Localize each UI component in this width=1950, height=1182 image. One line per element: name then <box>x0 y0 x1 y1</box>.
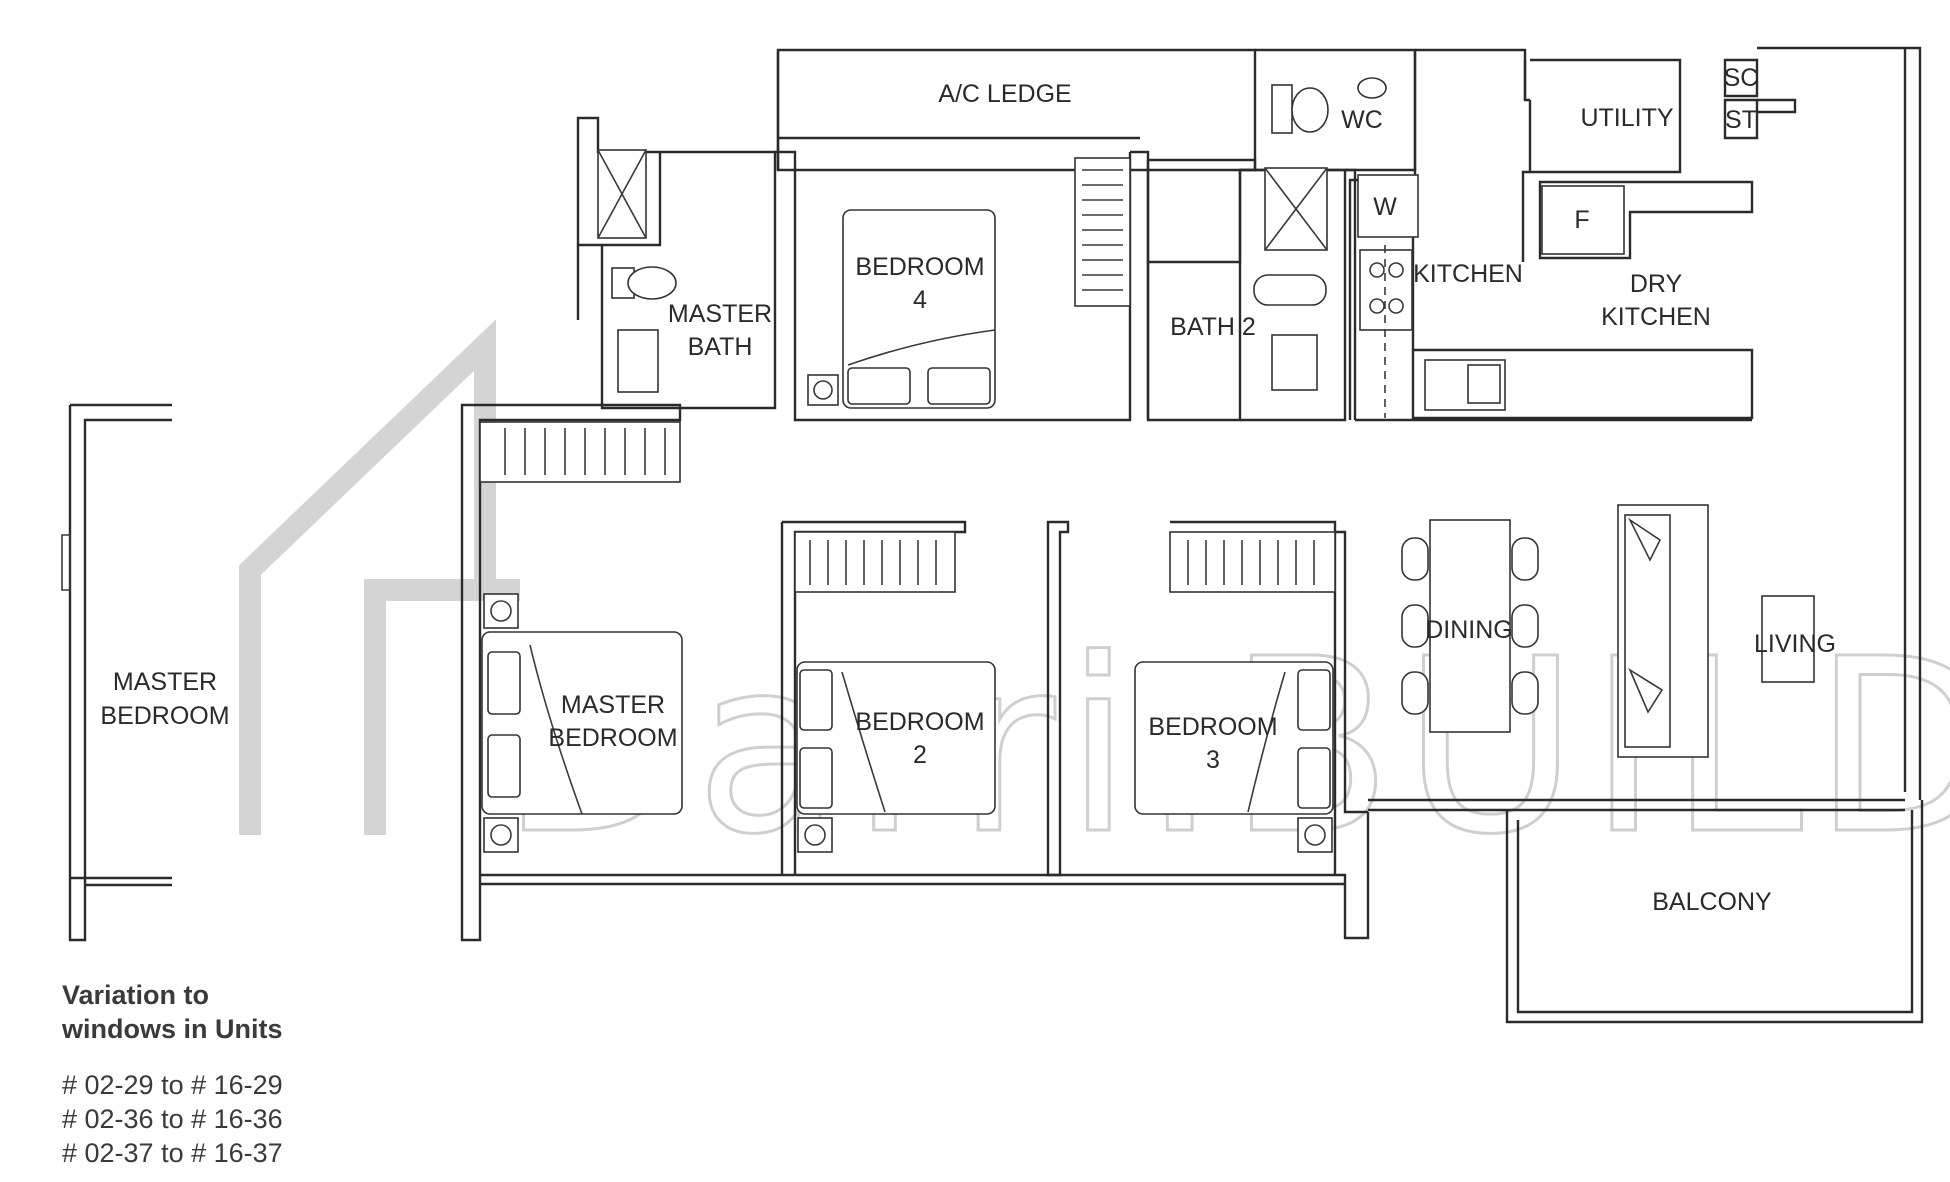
wc-basin-icon <box>1357 77 1387 99</box>
room-labels: A/C LEDGE WC UTILITY SC ST BEDROOM 4 MAS… <box>100 64 1836 916</box>
label-variation-master-bedroom-line2: BEDROOM <box>100 702 229 730</box>
tv-icon <box>1761 595 1815 683</box>
label-bedroom2-line2: 2 <box>913 741 927 769</box>
basin-icon <box>617 329 659 393</box>
bedroom2-wardrobe-icon <box>794 531 956 593</box>
label-balcony: BALCONY <box>1652 888 1772 916</box>
dining-table-icon <box>1429 519 1511 733</box>
label-master-bedroom-line2: BEDROOM <box>548 724 677 752</box>
label-dry-kitchen-line1: DRY <box>1630 270 1683 298</box>
toilet-icon-2 <box>1253 274 1327 306</box>
label-st: ST <box>1725 106 1757 134</box>
label-master-bath-line2: BATH <box>688 333 753 361</box>
label-bedroom4-line1: BEDROOM <box>855 253 984 281</box>
bed-icon <box>842 209 996 409</box>
master-wardrobe-icon <box>479 421 681 483</box>
label-dry-kitchen-line2: KITCHEN <box>1601 303 1711 331</box>
label-bedroom3-line2: 3 <box>1206 746 1220 774</box>
fixtures <box>479 77 1815 853</box>
unit-range-2: # 02-36 to # 16-36 <box>62 1104 283 1134</box>
label-master-bath-line1: MASTER <box>668 300 772 328</box>
fridge-icon <box>1541 185 1625 255</box>
label-wc: WC <box>1341 106 1383 134</box>
variation-note-title: Variation to windows in Units <box>62 978 362 1046</box>
bedroom3-wardrobe-icon <box>1169 531 1336 593</box>
washer-icon <box>1357 174 1419 238</box>
label-washer: W <box>1373 193 1397 221</box>
label-fridge: F <box>1574 206 1589 234</box>
label-bedroom2-line1: BEDROOM <box>855 708 984 736</box>
variation-note-line1: Variation to <box>62 980 210 1010</box>
label-bedroom4-line2: 4 <box>913 286 927 314</box>
ac-unit-icon <box>807 374 839 406</box>
label-utility: UTILITY <box>1580 104 1673 132</box>
label-bath2: BATH 2 <box>1170 313 1256 341</box>
label-kitchen: KITCHEN <box>1413 260 1523 288</box>
hob-icon <box>1359 249 1413 331</box>
variation-note-line2: windows in Units <box>62 1014 283 1044</box>
unit-range-1: # 02-29 to # 16-29 <box>62 1070 283 1100</box>
basin-icon-2 <box>1271 334 1318 391</box>
label-sc: SC <box>1724 64 1759 92</box>
label-master-bedroom-line1: MASTER <box>561 691 665 719</box>
label-living: LIVING <box>1754 630 1836 658</box>
bedroom3-bed-icon <box>1134 661 1334 815</box>
label-dining: DINING <box>1425 616 1513 644</box>
bedroom2-bed-icon <box>796 661 996 815</box>
walls <box>61 46 1924 1024</box>
wardrobe-icon <box>1074 157 1131 307</box>
unit-range-3: # 02-37 to # 16-37 <box>62 1138 283 1168</box>
label-ac-ledge: A/C LEDGE <box>938 80 1071 108</box>
wc-toilet-icon <box>1271 84 1293 134</box>
label-bedroom3-line1: BEDROOM <box>1148 713 1277 741</box>
label-variation-master-bedroom-line1: MASTER <box>113 668 217 696</box>
variation-units-list: # 02-29 to # 16-29 # 02-36 to # 16-36 # … <box>62 1068 283 1170</box>
